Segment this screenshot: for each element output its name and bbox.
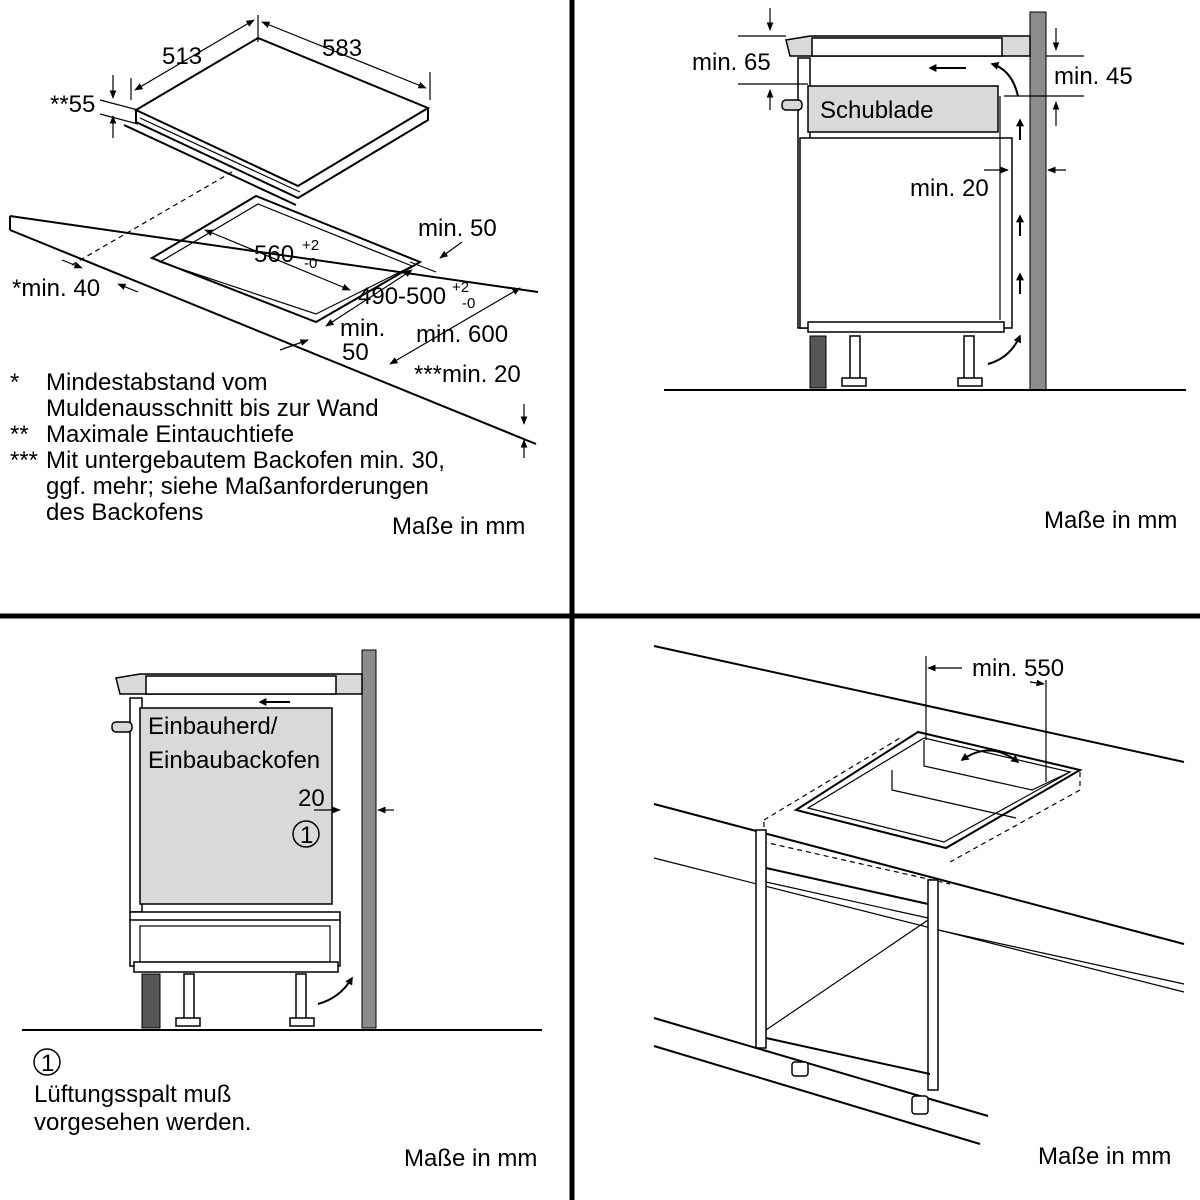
panel4-units: Maße in mm (1038, 1143, 1171, 1170)
panel-drawer-section: Schublade min. 65 min. 45 min. 20 (664, 8, 1186, 534)
note-3-line3: des Backofens (46, 499, 203, 526)
min45: min. 45 (1054, 63, 1133, 90)
panel3-units: Maße in mm (404, 1145, 537, 1172)
note-1-line2: Muldenausschnitt bis zur Wand (46, 395, 379, 422)
min65: min. 65 (692, 49, 771, 76)
oven-label-2: Einbaubackofen (148, 747, 320, 774)
note-1-mark: * (10, 369, 19, 396)
note-2-mark: ** (10, 421, 29, 448)
cutout-depth-tol-plus: +2 (452, 279, 469, 296)
min50-front-line2: 50 (342, 339, 369, 366)
panel1-units: Maße in mm (392, 513, 525, 540)
dim-513: 513 (162, 43, 202, 70)
min550: min. 550 (972, 655, 1064, 682)
min600: min. 600 (416, 321, 508, 348)
note-3-line2: ggf. mehr; siehe Maßanforderungen (46, 473, 429, 500)
cutout-width-tol-plus: +2 (302, 237, 319, 254)
note-3-mark: *** (10, 447, 38, 474)
min20-gap: min. 20 (910, 175, 989, 202)
wall (1029, 11, 1047, 391)
min20-thickness: ***min. 20 (414, 361, 521, 388)
min50-back: min. 50 (418, 215, 497, 242)
footnotes: * Mindestabstand vom Muldenausschnitt bi… (10, 369, 445, 526)
gap-20: 20 (298, 785, 325, 812)
cutout-width-tol-minus: -0 (304, 255, 317, 272)
dim-55: **55 (50, 91, 95, 118)
note-3-line1: Mit untergebautem Backofen min. 30, (46, 447, 445, 474)
cutout-width: 560 (254, 241, 294, 268)
panel-cooktop-cutout: 513 583 **55 (9, 15, 539, 540)
panel2-units: Maße in mm (1044, 507, 1177, 534)
note-marker-1: 1 (41, 1050, 54, 1077)
cutout-depth-tol-minus: -0 (462, 295, 475, 312)
note-1-line1: Mindestabstand vom (46, 369, 267, 396)
oven-label-1: Einbauherd/ (148, 713, 278, 740)
drawer-front (807, 85, 999, 133)
marker-1: 1 (300, 822, 313, 849)
wall (361, 649, 377, 1029)
note-line1: Lüftungsspalt muß (34, 1081, 231, 1108)
worktop-cutout (149, 194, 423, 324)
dim-583: 583 (322, 35, 362, 62)
panel-oven-section: Einbauherd/ Einbaubackofen 20 1 1 Lüftun… (22, 649, 542, 1172)
circled-marker (292, 820, 320, 848)
min50-front-line1: min. (340, 315, 385, 342)
min40-side: *min. 40 (12, 275, 100, 302)
panel-cabinet-perspective: min. 550 Maße in mm (653, 645, 1185, 1170)
oven-body (139, 707, 333, 905)
note-line2: vorgesehen werden. (34, 1109, 251, 1136)
note-2-line1: Maximale Eintauchtiefe (46, 421, 294, 448)
drawer-label: Schublade (820, 97, 933, 124)
cutout-depth: 490-500 (358, 283, 446, 310)
